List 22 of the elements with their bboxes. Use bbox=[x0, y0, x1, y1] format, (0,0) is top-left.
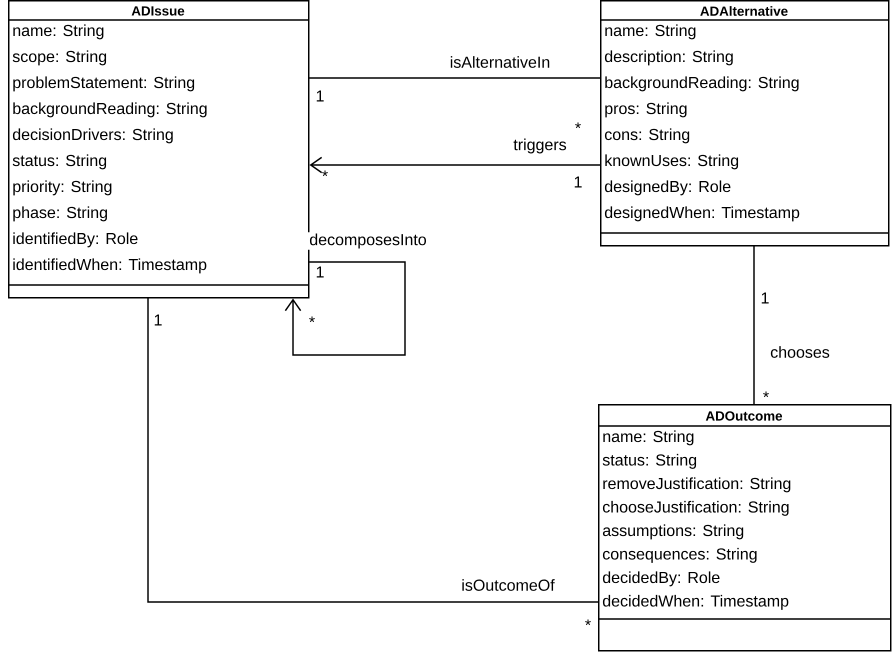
multiplicity-label: 1 bbox=[574, 176, 582, 188]
edge-label: isAlternativeIn bbox=[448, 54, 552, 70]
multiplicity-label: * bbox=[322, 170, 328, 176]
multiplicity-label: 1 bbox=[762, 292, 769, 304]
edge-label: triggers bbox=[512, 137, 568, 155]
edge-label: decomposesInto bbox=[308, 232, 428, 250]
multiplicity-label: 1 bbox=[316, 90, 324, 102]
association-line bbox=[309, 77, 600, 79]
edge-label: chooses bbox=[768, 344, 832, 360]
association-line bbox=[309, 156, 600, 174]
multiplicity-label: * bbox=[763, 392, 769, 398]
class-box: ADIssue name: String scope: String problemStatement: String backgroundReading: String decisionDrivers: String status: String priority: String phase: String identifiedBy: Role identifiedWhen: Timestamp bbox=[8, 0, 310, 298]
class-box: ADAlternative name: String description: String backgroundReading: String pros: String cons: String knownUses: String designedBy: Role designedWhen: Timestamp bbox=[600, 0, 890, 246]
association-line bbox=[147, 298, 598, 603]
multiplicity-label: * bbox=[575, 122, 581, 128]
association-line bbox=[284, 261, 406, 356]
association-line bbox=[753, 246, 755, 404]
multiplicity-label: 1 bbox=[154, 314, 162, 326]
multiplicity-label: 1 bbox=[316, 266, 324, 278]
multiplicity-label: * bbox=[309, 316, 315, 322]
edge-label: isOutcomeOf bbox=[460, 578, 556, 592]
class-box: ADOutcome name: String status: String removeJustification: String chooseJustification: String assumptions: String consequences: String decidedBy: Role decidedWhen: Timestamp bbox=[598, 404, 892, 652]
